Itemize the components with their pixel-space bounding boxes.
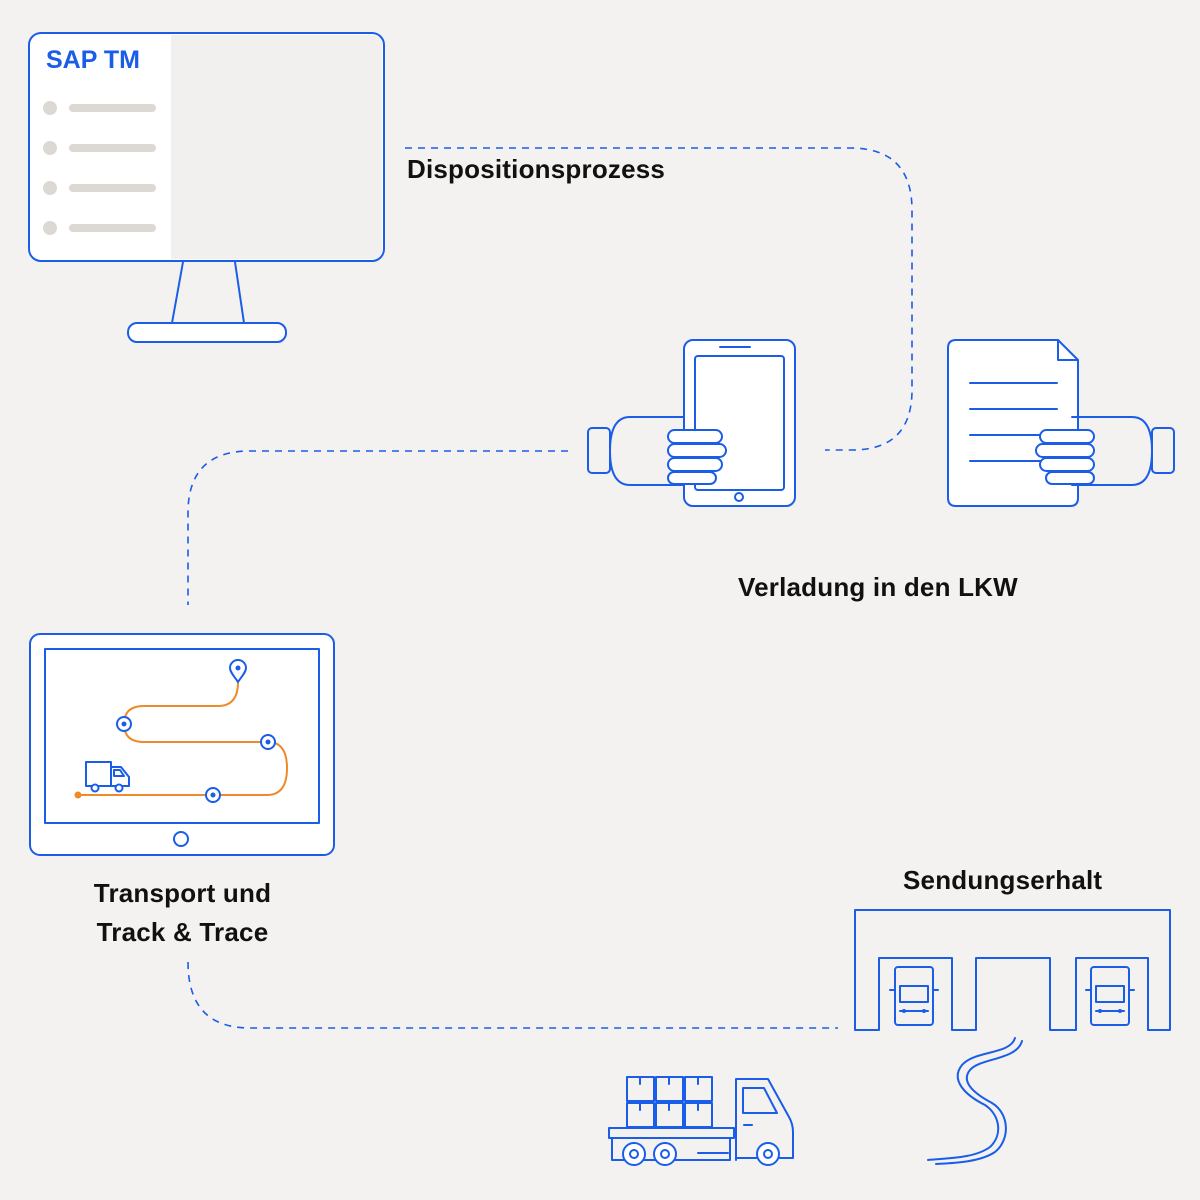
- cargo-boxes: [626, 1076, 713, 1128]
- step-label-transport-line2: Track & Trace: [96, 917, 269, 947]
- menu-list-placeholder: [43, 101, 156, 235]
- delivery-truck-icon: [85, 761, 130, 793]
- step-label-transport-line1: Transport und: [93, 878, 272, 908]
- step-label-receipt: Sendungserhalt: [903, 865, 1103, 895]
- route-waypoint: [116, 716, 132, 732]
- connector-tablet-to-depot: [187, 961, 838, 1029]
- connector-handheld-to-tablet: [187, 450, 568, 605]
- docked-truck-icon: [1085, 966, 1135, 1026]
- warehouse-dock-icon: [854, 909, 1171, 1165]
- map-pin-icon: [229, 659, 247, 683]
- route-line: [78, 681, 289, 796]
- access-road: [927, 1037, 1023, 1165]
- tablet-in-hand-icon: [587, 339, 796, 507]
- document-in-hand-icon: [947, 339, 1175, 507]
- route-tablet: [29, 633, 335, 856]
- desktop-monitor-icon: [28, 32, 385, 343]
- docked-truck-icon: [889, 966, 939, 1026]
- route-waypoint: [205, 787, 221, 803]
- step-label-loading: Verladung in den LKW: [738, 572, 1018, 602]
- connector-monitor-to-handheld: [405, 147, 913, 451]
- step-label-disposition: Dispositionsprozess: [407, 154, 666, 184]
- app-title: SAP TM: [46, 46, 140, 74]
- step-label-transport: Transport und Track & Trace: [40, 874, 325, 952]
- flatbed-truck-icon: [608, 1076, 794, 1166]
- route-waypoint: [260, 734, 276, 750]
